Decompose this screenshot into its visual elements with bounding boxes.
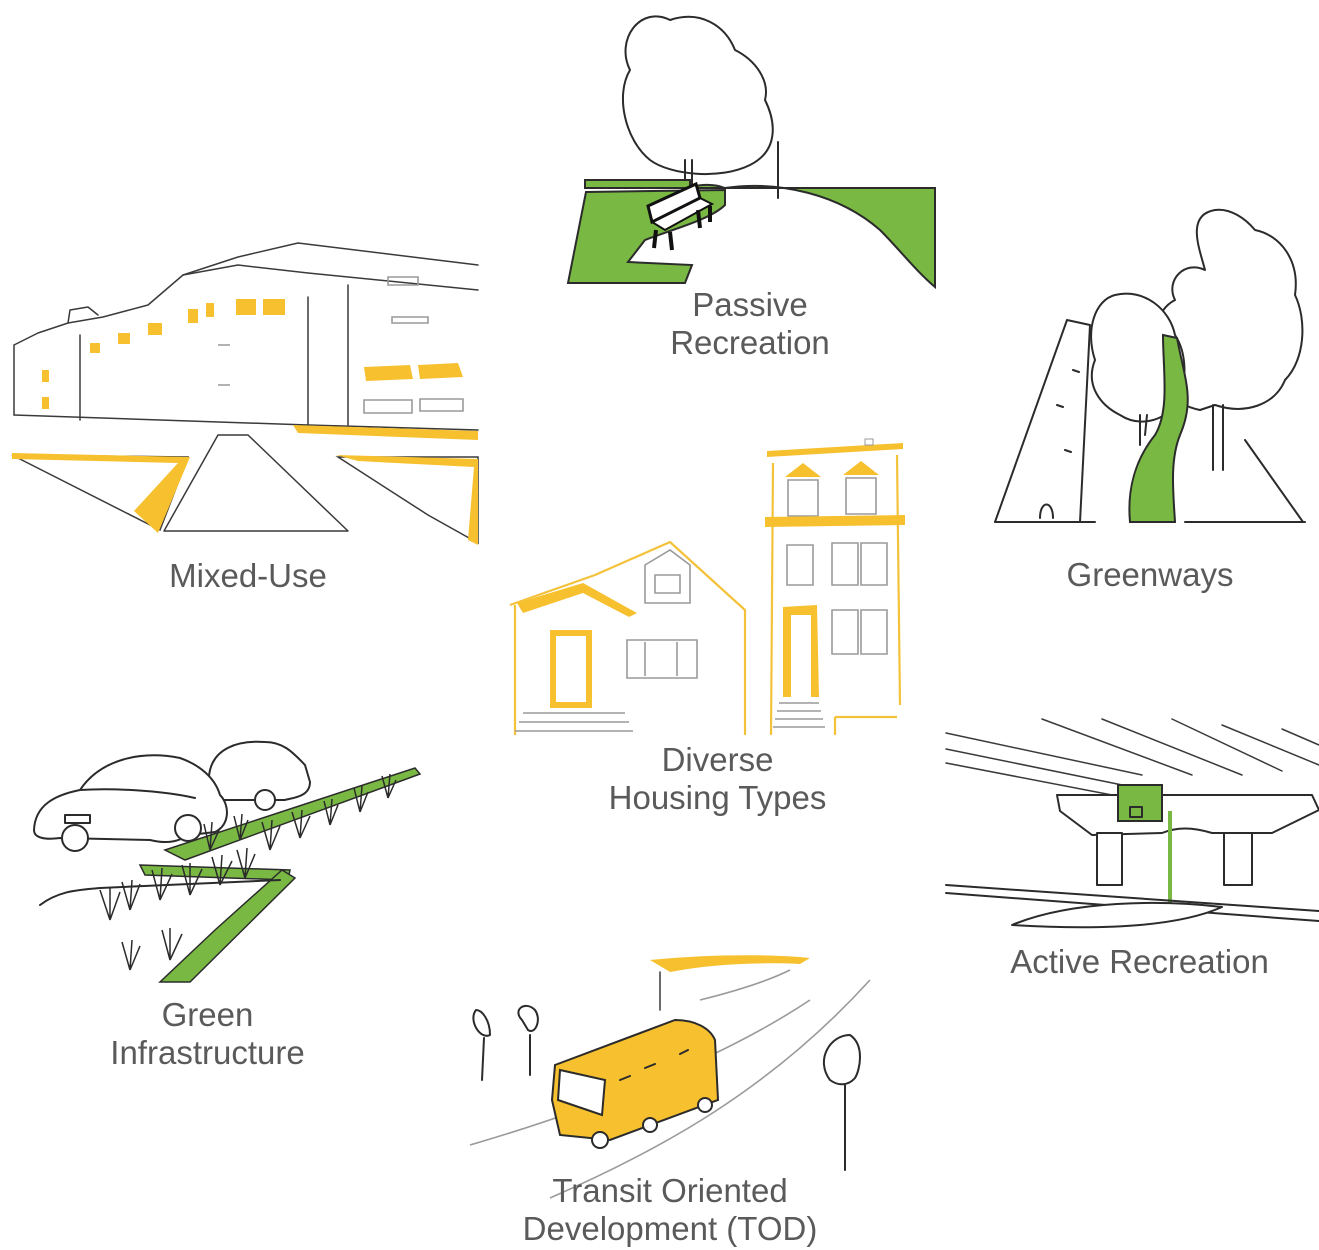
passive-recreation-illustration [566, 15, 936, 290]
passive-recreation-label: Passive Recreation [670, 286, 830, 361]
mixed-use-label: Mixed-Use [169, 557, 327, 594]
passive-recreation-item: Passive Recreation [520, 0, 980, 370]
greenways-label: Greenways [1066, 556, 1234, 593]
tod-item: Transit Oriented Development (TOD) [469, 950, 880, 1250]
bench-icon [646, 181, 715, 251]
diverse-housing-label: Diverse Housing Types [608, 741, 827, 816]
overpass-lines [945, 718, 1319, 796]
tod-illustration [469, 955, 871, 1199]
mixed-use-item: Mixed-Use [8, 235, 488, 595]
green-infrastructure-illustration [33, 740, 422, 983]
lawn-shape [566, 183, 936, 290]
active-recreation-illustration [945, 718, 1319, 929]
greenways-illustration [994, 208, 1306, 523]
greenway-path [1128, 333, 1189, 523]
plants-group [99, 773, 397, 971]
window-group [42, 299, 463, 409]
green-infrastructure-item: Green Infrastructure [20, 720, 440, 1080]
bus-icon [550, 1018, 720, 1149]
tod-label: Transit Oriented Development (TOD) [522, 1172, 818, 1247]
active-recreation-item: Active Recreation [942, 715, 1319, 995]
active-recreation-label: Active Recreation [1010, 943, 1269, 980]
hoop-backboard [1117, 784, 1163, 822]
diverse-housing-illustration [509, 438, 905, 736]
diverse-housing-item: Diverse Housing Types [505, 435, 915, 820]
mixed-use-illustration [11, 242, 479, 545]
green-infrastructure-label: Green Infrastructure [110, 996, 305, 1071]
greenways-item: Greenways [985, 200, 1315, 600]
